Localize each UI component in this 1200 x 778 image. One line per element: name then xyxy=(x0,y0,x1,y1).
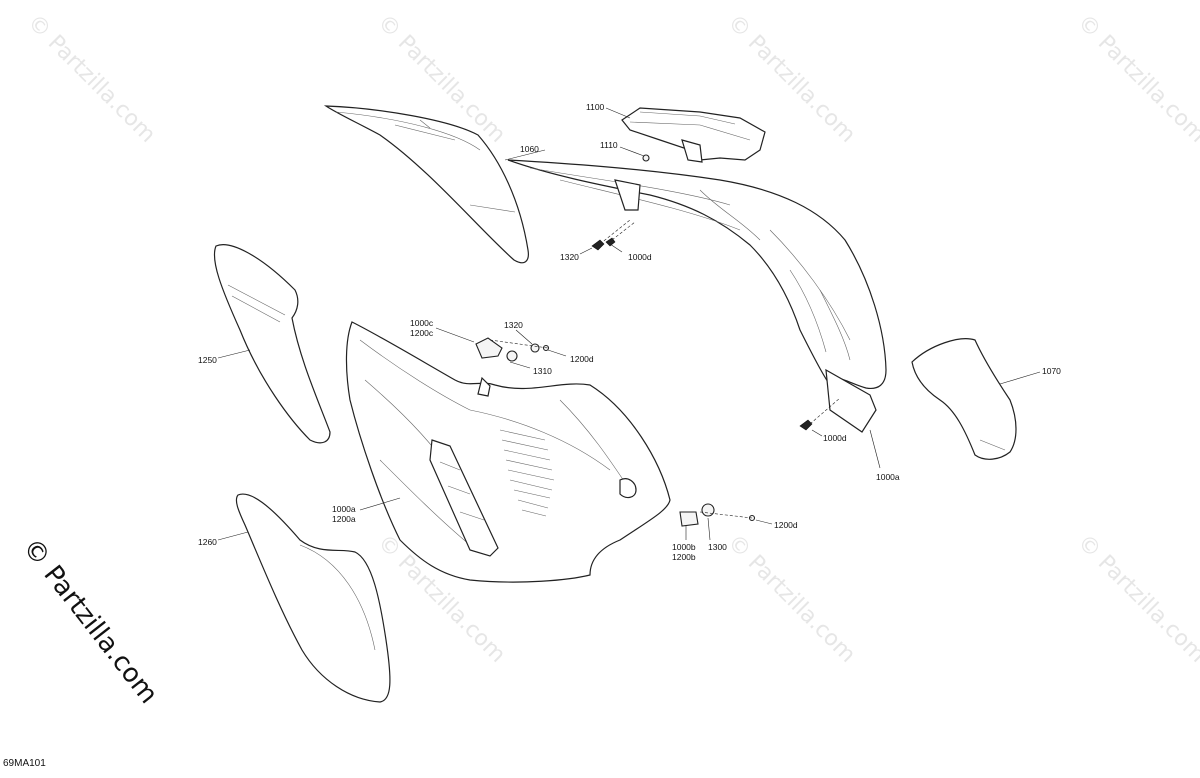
callout-1200a: 1200a xyxy=(332,514,356,524)
diagram-code: 69MA101 xyxy=(3,758,46,769)
callout-1310: 1310 xyxy=(533,366,552,376)
leader-lines xyxy=(217,107,1041,541)
callout-1060: 1060 xyxy=(520,144,539,154)
callout-1110: 1110 xyxy=(600,140,618,150)
callout-1250: 1250 xyxy=(198,355,217,365)
callout-1000c: 1000c xyxy=(410,318,434,328)
callout-1000b: 1000b xyxy=(672,542,696,552)
callout-1000a-left: 1000a xyxy=(332,504,356,514)
callout-1200c: 1200c xyxy=(410,328,434,338)
callout-1200d-low: 1200d xyxy=(774,520,798,530)
part-1070-panel xyxy=(911,338,1017,460)
callout-1000d-top: 1000d xyxy=(628,252,652,262)
part-1060-panel xyxy=(323,105,529,264)
callout-1320-top: 1320 xyxy=(560,252,579,262)
callout-1000d-right: 1000d xyxy=(823,433,847,443)
part-1100-cover xyxy=(621,107,766,163)
callout-1100: 1100 xyxy=(586,102,605,112)
callout-1000a-right: 1000a xyxy=(876,472,900,482)
callout-1320-mid: 1320 xyxy=(504,320,523,330)
fastener-group xyxy=(475,154,841,527)
upper-body-panel xyxy=(507,159,887,433)
part-1250-panel xyxy=(213,244,331,444)
callout-1200d-mid: 1200d xyxy=(570,354,594,364)
callout-1070: 1070 xyxy=(1042,366,1061,376)
callout-1260: 1260 xyxy=(198,537,217,547)
callout-1200b: 1200b xyxy=(672,552,696,562)
part-1260-panel xyxy=(235,493,391,703)
part-1000a-side-panel xyxy=(345,321,671,583)
callout-1300: 1300 xyxy=(708,542,727,552)
